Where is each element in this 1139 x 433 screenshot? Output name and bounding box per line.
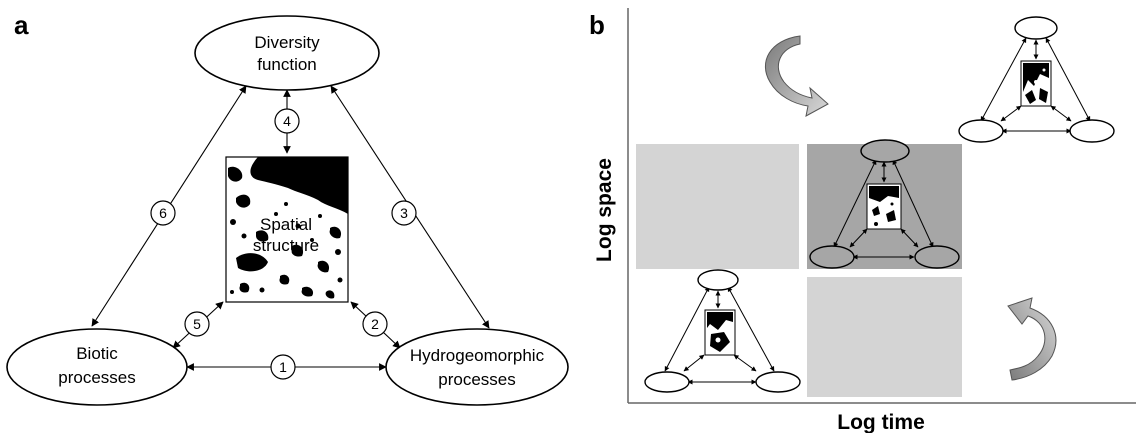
node-center-line1: Spatial: [260, 215, 312, 234]
link-3-badge: 3: [391, 200, 417, 226]
svg-text:6: 6: [159, 205, 167, 221]
panel-b: b Log space Log time: [589, 8, 1136, 433]
svg-text:2: 2: [371, 316, 379, 332]
x-axis-label: Log time: [837, 411, 925, 433]
svg-text:4: 4: [283, 113, 291, 129]
link-2-badge: 2: [362, 311, 388, 337]
cell-middle-left: [636, 144, 799, 269]
panel-b-letter: b: [589, 10, 605, 40]
node-center-line2: structure: [253, 236, 319, 255]
node-biotic-processes: Biotic processes: [6, 328, 188, 406]
link-6-badge: 6: [150, 200, 176, 226]
link-5-badge: 5: [184, 311, 210, 337]
mini-diagram-medium: [809, 139, 960, 269]
spatial-structure-map: Spatial structure: [225, 156, 349, 303]
link-4-badge: 4: [274, 108, 300, 134]
curved-arrow-up-icon: [1007, 297, 1057, 381]
y-axis-label: Log space: [593, 158, 616, 262]
node-top-line2: function: [257, 55, 317, 74]
node-right-line2: processes: [438, 370, 515, 389]
svg-text:5: 5: [193, 316, 201, 332]
node-left-line1: Biotic: [76, 344, 118, 363]
panel-a-letter: a: [14, 10, 29, 40]
node-left-line2: processes: [58, 368, 135, 387]
mini-diagram-large: [958, 16, 1115, 143]
link-1-badge: 1: [270, 354, 296, 380]
node-hydrogeomorphic-processes: Hydrogeomorphic processes: [385, 328, 569, 406]
curved-arrow-down-icon: [764, 35, 829, 117]
svg-text:1: 1: [279, 359, 287, 375]
node-diversity-function: Diversity function: [194, 15, 380, 91]
node-right-line1: Hydrogeomorphic: [410, 346, 545, 365]
node-top-line1: Diversity: [254, 33, 320, 52]
panel-a: a Diversity function Biotic processes Hy…: [6, 10, 569, 406]
cell-bottom-center: [807, 277, 962, 397]
svg-text:3: 3: [400, 205, 408, 221]
mini-diagram-small: [644, 269, 801, 393]
